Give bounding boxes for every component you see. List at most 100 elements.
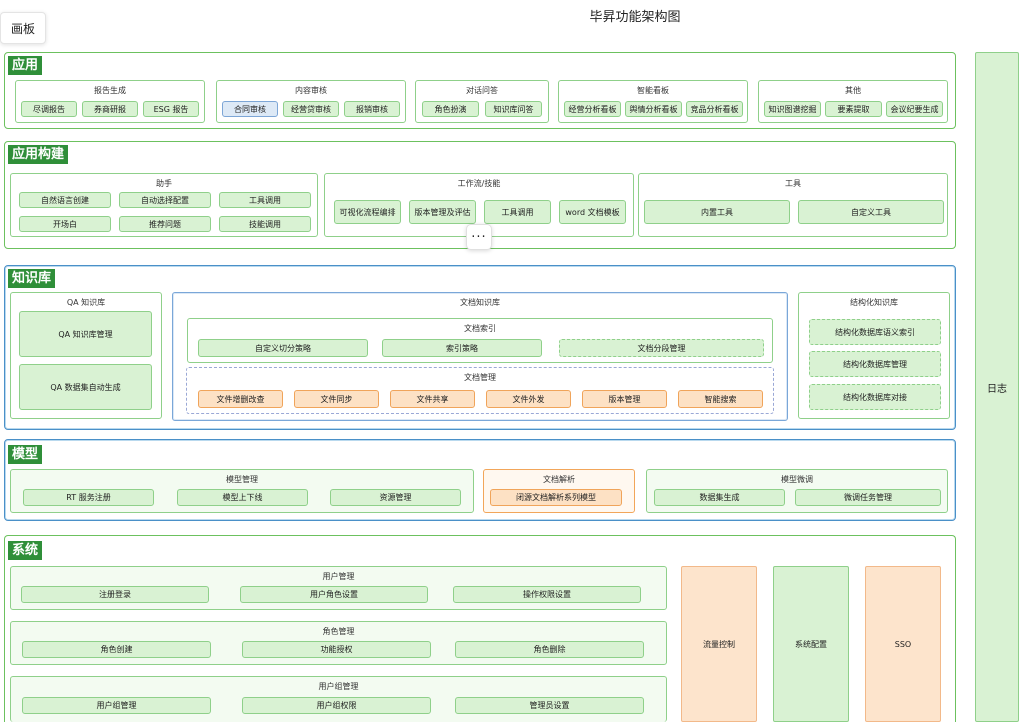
btn-struct-index[interactable]: 结构化数据库语义索引 <box>809 319 941 345</box>
btn-opening[interactable]: 开场白 <box>19 216 111 232</box>
btn-finetune-task[interactable]: 微调任务管理 <box>795 489 941 506</box>
group-doc-index-title: 文档索引 <box>464 324 496 333</box>
group-role-manage-title: 角色管理 <box>322 627 355 636</box>
btn-register-login[interactable]: 注册登录 <box>21 586 209 603</box>
group-tools-title: 工具 <box>785 179 801 188</box>
btn-struct-manage[interactable]: 结构化数据库管理 <box>809 351 941 377</box>
btn-kg-mining[interactable]: 知识图谱挖掘 <box>764 101 821 117</box>
section-build-label: 应用构建 <box>8 145 69 164</box>
section-system-label: 系统 <box>8 541 43 560</box>
btn-struct-connect[interactable]: 结构化数据库对接 <box>809 384 941 410</box>
btn-version-manage[interactable]: 版本管理 <box>582 390 667 408</box>
btn-file-send[interactable]: 文件外发 <box>486 390 571 408</box>
btn-extract[interactable]: 要素提取 <box>825 101 882 117</box>
group-doc-manage-title: 文档管理 <box>464 373 496 382</box>
group-board-title: 智能看板 <box>637 86 669 95</box>
group-finetune: 模型微调 数据集生成 微调任务管理 <box>646 469 948 513</box>
group-user-manage-title: 用户管理 <box>322 572 355 581</box>
btn-sentiment-board[interactable]: 舆情分析看板 <box>625 101 682 117</box>
btn-admin-set[interactable]: 管理员设置 <box>455 697 644 714</box>
btn-esg-report[interactable]: ESG 报告 <box>143 101 199 117</box>
btn-rt-register[interactable]: RT 服务注册 <box>23 489 154 506</box>
btn-contract-review[interactable]: 合同审核 <box>222 101 278 117</box>
btn-minutes[interactable]: 会议纪要生成 <box>886 101 943 117</box>
btn-smart-search[interactable]: 智能搜索 <box>678 390 763 408</box>
btn-builtin-tool[interactable]: 内置工具 <box>644 200 790 224</box>
group-role-manage: 角色管理 角色创建 功能授权 角色删除 <box>10 621 667 665</box>
btn-wf-tool-call[interactable]: 工具调用 <box>484 200 551 224</box>
btn-broker-report[interactable]: 券商研报 <box>82 101 138 117</box>
btn-usergroup-perm[interactable]: 用户组权限 <box>242 697 431 714</box>
btn-version-eval[interactable]: 版本管理及评估 <box>409 200 476 224</box>
btn-recommend[interactable]: 推荐问题 <box>119 216 211 232</box>
btn-model-online[interactable]: 模型上下线 <box>177 489 308 506</box>
btn-tool-call[interactable]: 工具调用 <box>219 192 311 208</box>
group-tools: 工具 内置工具 自定义工具 <box>638 173 948 237</box>
btn-competitor-board[interactable]: 竞品分析看板 <box>686 101 743 117</box>
group-struct-kb: 结构化知识库 结构化数据库语义索引 结构化数据库管理 结构化数据库对接 <box>798 292 950 419</box>
group-other-title: 其他 <box>845 86 861 95</box>
group-model-manage: 模型管理 RT 服务注册 模型上下线 资源管理 <box>10 469 474 513</box>
btn-custom-split[interactable]: 自定义切分策略 <box>198 339 368 357</box>
group-assistant-title: 助手 <box>156 179 172 188</box>
block-sso[interactable]: SSO <box>865 566 941 722</box>
group-usergroup-manage-title: 用户组管理 <box>318 682 359 691</box>
group-qa-kb: QA 知识库 QA 知识库管理 QA 数据集自动生成 <box>10 292 162 419</box>
btn-custom-tool[interactable]: 自定义工具 <box>798 200 944 224</box>
group-qa-kb-title: QA 知识库 <box>66 298 106 307</box>
block-system-config[interactable]: 系统配置 <box>773 566 849 722</box>
group-doc-index: 文档索引 自定义切分策略 索引策略 文档分段管理 <box>187 318 773 363</box>
group-report: 报告生成 尽调报告 券商研报 ESG 报告 <box>15 80 205 123</box>
group-struct-kb-title: 结构化知识库 <box>850 298 898 307</box>
btn-kb-qa[interactable]: 知识库问答 <box>485 101 542 117</box>
btn-nl-create[interactable]: 自然语言创建 <box>19 192 111 208</box>
section-model-label: 模型 <box>8 445 43 464</box>
btn-dd-report[interactable]: 尽调报告 <box>21 101 77 117</box>
btn-file-crud[interactable]: 文件增删改查 <box>198 390 283 408</box>
btn-skill-call[interactable]: 技能调用 <box>219 216 311 232</box>
btn-loan-review[interactable]: 经营贷审核 <box>283 101 339 117</box>
btn-word-template[interactable]: word 文档模板 <box>559 200 626 224</box>
btn-file-sync[interactable]: 文件同步 <box>294 390 379 408</box>
btn-visual-flow[interactable]: 可视化流程编排 <box>334 200 401 224</box>
group-assistant: 助手 自然语言创建 自动选择配置 工具调用 开场白 推荐问题 技能调用 <box>10 173 318 237</box>
group-dialog-title: 对话问答 <box>466 86 498 95</box>
group-finetune-title: 模型微调 <box>781 475 813 484</box>
btn-expense-review[interactable]: 报销审核 <box>344 101 400 117</box>
btn-doc-segment[interactable]: 文档分段管理 <box>559 339 764 357</box>
btn-func-auth[interactable]: 功能授权 <box>242 641 431 658</box>
btn-file-share[interactable]: 文件共享 <box>390 390 475 408</box>
group-doc-parse: 文档解析 闭源文档解析系列模型 <box>483 469 635 513</box>
btn-dataset-gen[interactable]: 数据集生成 <box>654 489 785 506</box>
group-review: 内容审核 合同审核 经营贷审核 报销审核 <box>216 80 406 123</box>
group-review-title: 内容审核 <box>295 86 327 95</box>
btn-role-delete[interactable]: 角色删除 <box>455 641 644 658</box>
group-other: 其他 知识图谱挖掘 要素提取 会议纪要生成 <box>758 80 948 123</box>
section-app-label: 应用 <box>8 56 43 75</box>
more-options-button[interactable]: ··· <box>466 224 492 250</box>
btn-role-create[interactable]: 角色创建 <box>22 641 211 658</box>
btn-usergroup-manage[interactable]: 用户组管理 <box>22 697 211 714</box>
group-doc-parse-title: 文档解析 <box>543 475 575 484</box>
group-doc-kb-title: 文档知识库 <box>460 298 500 307</box>
btn-user-role-set[interactable]: 用户角色设置 <box>240 586 428 603</box>
group-dialog: 对话问答 角色扮演 知识库问答 <box>415 80 549 123</box>
btn-auto-config[interactable]: 自动选择配置 <box>119 192 211 208</box>
btn-closed-parse-model[interactable]: 闭源文档解析系列模型 <box>490 489 622 506</box>
btn-qa-dataset[interactable]: QA 数据集自动生成 <box>19 364 152 410</box>
btn-roleplay[interactable]: 角色扮演 <box>422 101 479 117</box>
group-model-manage-title: 模型管理 <box>226 475 258 484</box>
canvas-button[interactable]: 画板 <box>0 12 46 44</box>
section-kb-label: 知识库 <box>8 269 56 288</box>
btn-qa-manage[interactable]: QA 知识库管理 <box>19 311 152 357</box>
group-usergroup-manage: 用户组管理 用户组管理 用户组权限 管理员设置 <box>10 676 667 722</box>
group-doc-manage: 文档管理 文件增删改查 文件同步 文件共享 文件外发 版本管理 智能搜索 <box>186 367 774 414</box>
group-board: 智能看板 经营分析看板 舆情分析看板 竞品分析看板 <box>558 80 748 123</box>
block-traffic-control[interactable]: 流量控制 <box>681 566 757 722</box>
btn-index-strategy[interactable]: 索引策略 <box>382 339 542 357</box>
btn-ops-board[interactable]: 经营分析看板 <box>564 101 621 117</box>
group-report-title: 报告生成 <box>94 86 126 95</box>
btn-op-permission[interactable]: 操作权限设置 <box>453 586 641 603</box>
group-workflow-title: 工作流/技能 <box>457 179 501 188</box>
btn-resource-manage[interactable]: 资源管理 <box>330 489 461 506</box>
